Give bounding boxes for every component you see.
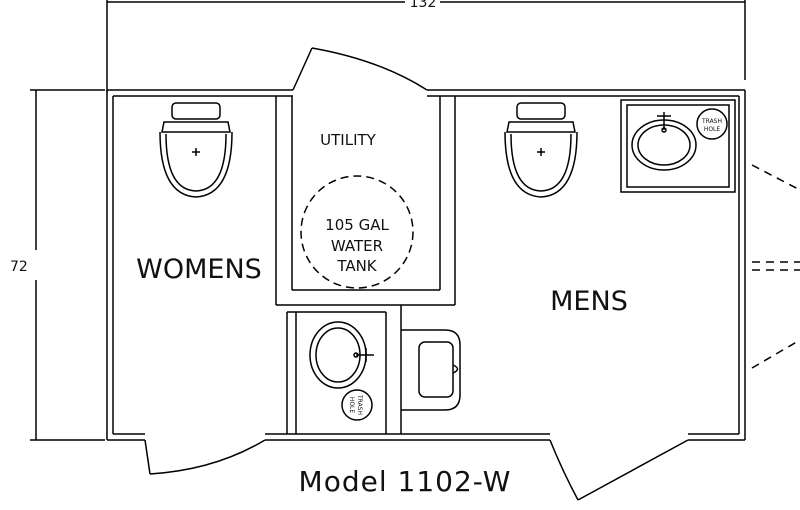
- svg-text:TRASH: TRASH: [701, 118, 722, 125]
- height-dimension: [30, 89, 105, 441]
- lower-partitions: [286, 305, 402, 434]
- tank-line-1: 105 GAL: [325, 216, 389, 234]
- mens-label: MENS: [550, 286, 628, 317]
- mens-trash-hole: [696, 108, 728, 140]
- mens-vanity: [620, 99, 736, 193]
- svg-text:HOLE: HOLE: [348, 397, 355, 414]
- width-label: 132: [410, 0, 437, 11]
- model-label: Model 1102-W: [299, 465, 512, 498]
- utility-door[interactable]: [292, 47, 428, 91]
- womens-toilet: [159, 102, 233, 198]
- womens-trash-text: TRASH HOLE: [348, 394, 363, 415]
- width-dimension: [106, 0, 746, 92]
- utility-walls: [275, 96, 456, 306]
- tank-line-2: WATER: [331, 237, 383, 255]
- womens-trash-hole: [341, 389, 373, 421]
- trailer-hitch: [751, 164, 800, 369]
- svg-text:TRASH: TRASH: [356, 394, 363, 415]
- womens-label: WOMENS: [136, 254, 262, 285]
- height-label: 72: [10, 259, 28, 275]
- womens-vanity: [309, 321, 374, 421]
- mens-toilet: [504, 102, 578, 198]
- outer-walls: [106, 89, 746, 441]
- tank-line-3: TANK: [336, 257, 377, 275]
- utility-label: UTILITY: [320, 131, 377, 149]
- water-tank: [300, 175, 414, 289]
- womens-door[interactable]: [144, 439, 266, 475]
- mens-door[interactable]: [549, 439, 689, 501]
- svg-text:HOLE: HOLE: [704, 126, 721, 133]
- mens-trash-text: TRASH HOLE: [701, 118, 722, 133]
- utility-sink: [401, 329, 461, 411]
